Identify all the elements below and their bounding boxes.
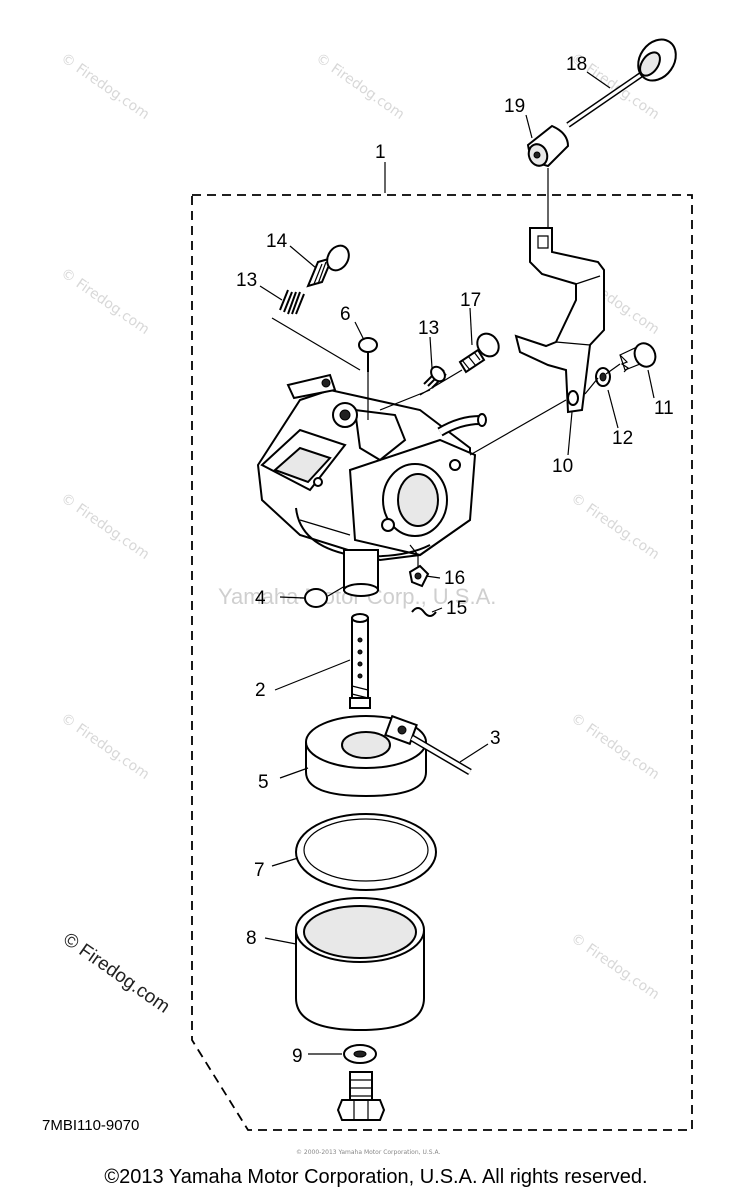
callout-1: 1 (375, 142, 386, 163)
part-fitting-16 (408, 564, 430, 588)
assembly-outline (191, 194, 693, 1131)
callout-labels: 1 2 3 4 5 6 7 8 9 10 11 12 13 13 14 15 1… (236, 54, 674, 1067)
part-float-bowl (295, 897, 425, 1032)
part-gasket (295, 813, 437, 891)
callout-13-upper: 13 (236, 270, 257, 291)
watermark-text: © Firedog.com (58, 265, 152, 338)
callout-6: 6 (340, 304, 351, 325)
callout-4: 4 (255, 588, 266, 609)
callout-3: 3 (490, 728, 501, 749)
part-carburetor-body (256, 373, 487, 597)
callout-19: 19 (504, 96, 525, 117)
part-choke-knob (566, 38, 677, 128)
footer-copyright: ©2013 Yamaha Motor Corporation, U.S.A. A… (104, 1166, 648, 1188)
carburetor-exploded-diagram: © Firedog.com © Firedog.com © Firedog.co… (42, 38, 693, 1156)
callout-10: 10 (552, 456, 573, 477)
part-washer-9 (343, 1044, 377, 1064)
callout-17: 17 (460, 290, 481, 311)
watermark-text: © Firedog.com (58, 50, 152, 123)
callout-15: 15 (446, 598, 467, 619)
part-choke-bracket (514, 227, 605, 414)
part-knob-cap (526, 124, 570, 168)
watermark-text: © Firedog.com (568, 710, 662, 783)
callout-14: 14 (266, 231, 288, 252)
callout-7: 7 (254, 860, 265, 881)
part-clip-15 (411, 607, 437, 617)
callout-13-lower: 13 (418, 318, 439, 339)
part-washer-12 (595, 367, 611, 387)
firedog-watermark-dark: © Firedog.com (59, 929, 173, 1018)
callout-9: 9 (292, 1046, 303, 1067)
part-screw-17 (458, 332, 500, 374)
watermark-text: © Firedog.com (568, 930, 662, 1003)
callout-16: 16 (444, 568, 465, 589)
part-code: 7MBI110-9070 (42, 1117, 139, 1134)
leader-lines (271, 317, 621, 597)
callout-8: 8 (246, 928, 257, 949)
part-screw-11 (619, 342, 657, 373)
watermark-text: © Firedog.com (58, 710, 152, 783)
part-spring-13-upper (279, 289, 305, 315)
watermark-text: © Firedog.com (313, 50, 407, 123)
callout-5: 5 (258, 772, 269, 793)
callout-12: 12 (612, 428, 633, 449)
callout-leaders (259, 71, 655, 1055)
part-main-nozzle (349, 613, 371, 709)
part-screw-14 (306, 244, 350, 288)
part-screw-6 (358, 337, 378, 372)
part-float (305, 714, 427, 798)
small-copyright: © 2000-2013 Yamaha Motor Corporation, U.… (296, 1149, 440, 1156)
part-float-pin (410, 734, 472, 776)
part-spring-13-lower (423, 365, 447, 389)
watermark-text: © Firedog.com (58, 490, 152, 563)
part-drain-bolt (336, 1071, 386, 1121)
watermark-text: © Firedog.com (568, 490, 662, 563)
callout-11: 11 (654, 398, 674, 419)
callout-2: 2 (255, 680, 266, 701)
callout-18: 18 (566, 54, 587, 75)
